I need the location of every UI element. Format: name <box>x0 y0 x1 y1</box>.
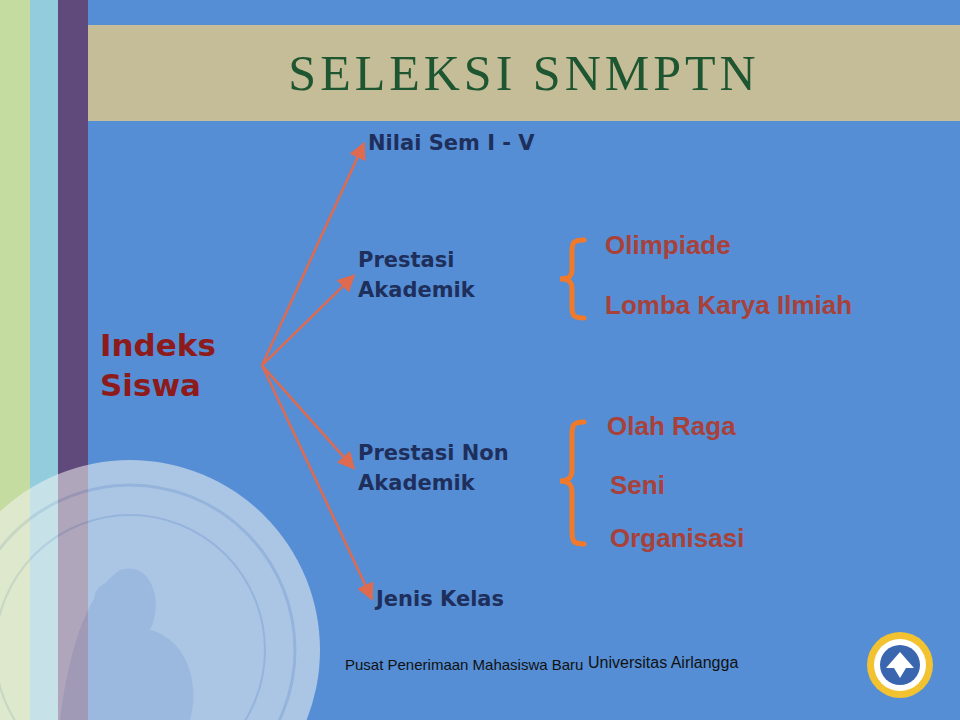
item-text: Lomba Karya Ilmiah <box>605 290 852 321</box>
branch-arrow <box>262 143 364 365</box>
node-text: Indeks Siswa <box>100 325 262 406</box>
branch-node: Jenis Kelas <box>376 584 610 614</box>
root-node: Indeks Siswa <box>100 325 262 406</box>
branch-arrow <box>262 365 372 599</box>
footer-text: Universitas Airlangga <box>588 654 738 672</box>
footer-text: Pusat Penerimaan Mahasiswa Baru <box>345 656 583 673</box>
node-text: Prestasi Akademik <box>358 245 523 306</box>
curly-brace <box>560 240 584 544</box>
item-text: Seni <box>610 470 665 501</box>
branch-arrow <box>262 275 354 365</box>
branch-node: Prestasi Non Akademik <box>358 438 540 499</box>
branch-node: Prestasi Akademik <box>358 245 523 306</box>
branch-node: Nilai Sem I - V <box>368 128 602 158</box>
item-text: Organisasi <box>610 523 744 554</box>
branch-arrow <box>262 365 354 468</box>
item-text: Olah Raga <box>607 411 736 442</box>
item-text: Olimpiade <box>605 230 731 261</box>
node-text: Jenis Kelas <box>376 584 610 614</box>
node-text: Prestasi Non Akademik <box>358 438 540 499</box>
title-band <box>88 25 960 121</box>
watermark-seal <box>0 460 320 720</box>
university-logo <box>867 632 933 698</box>
slide-title: SELEKSI SNMPTN <box>88 25 960 121</box>
node-text: Nilai Sem I - V <box>368 128 602 158</box>
